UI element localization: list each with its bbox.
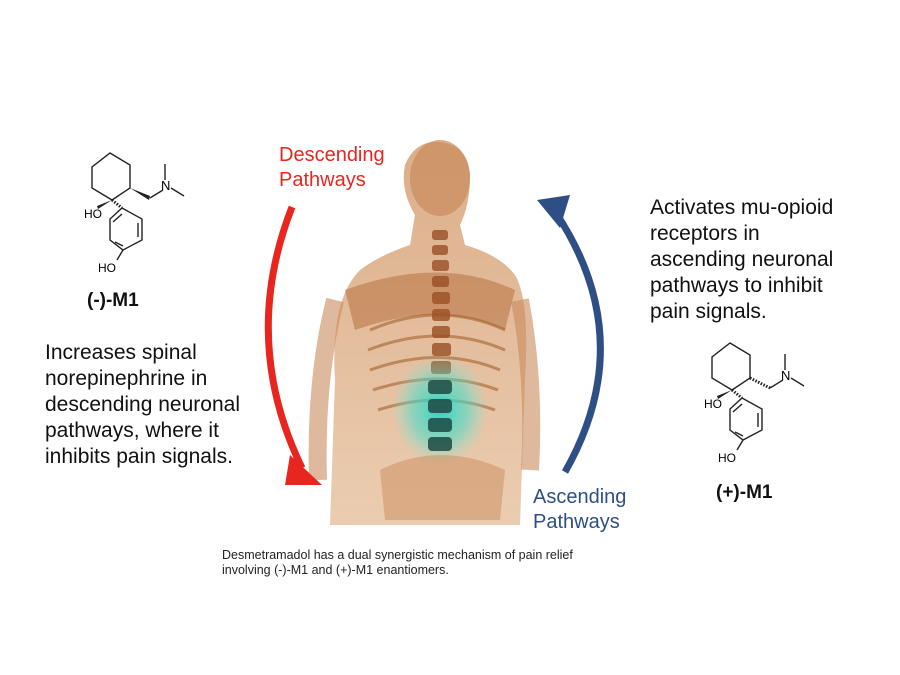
description-line: inhibits pain signals. bbox=[45, 445, 233, 468]
description-line: norepinephrine in bbox=[45, 367, 208, 390]
label-line: Pathways bbox=[279, 169, 366, 191]
skull bbox=[410, 140, 470, 216]
description-line: pathways, where it bbox=[45, 419, 219, 442]
ascending-arrow bbox=[537, 195, 604, 474]
hydroxyl-label: HO bbox=[84, 207, 102, 221]
caption: Desmetramadol has a dual synergistic mec… bbox=[222, 548, 573, 578]
descending-pathways-label: Descending Pathways bbox=[279, 143, 385, 193]
description-line: receptors in bbox=[650, 222, 760, 245]
description-line: ascending neuronal bbox=[650, 248, 834, 271]
description-line: descending neuronal bbox=[45, 393, 240, 416]
spine bbox=[431, 230, 451, 374]
description-line: pain signals. bbox=[650, 300, 767, 323]
caption-line: involving (-)-M1 and (+)-M1 enantiomers. bbox=[222, 563, 449, 577]
body-figure bbox=[308, 140, 541, 525]
left-description: Increases spinal norepinephrine in desce… bbox=[45, 340, 240, 470]
plus-m1-label: (+)-M1 bbox=[716, 482, 773, 503]
nitrogen-label: N bbox=[781, 368, 790, 383]
minus-m1-label: (-)-M1 bbox=[87, 290, 139, 311]
pelvis bbox=[380, 455, 505, 520]
description-line: Increases spinal bbox=[45, 341, 197, 364]
plus-m1-structure: N HO HO bbox=[704, 342, 805, 465]
descending-arrow bbox=[264, 205, 322, 485]
label-line: Pathways bbox=[533, 511, 620, 533]
hydroxyl-label: HO bbox=[718, 451, 736, 465]
hydroxyl-label: HO bbox=[98, 261, 116, 275]
caption-line: Desmetramadol has a dual synergistic mec… bbox=[222, 548, 573, 562]
description-line: pathways to inhibit bbox=[650, 274, 823, 297]
ascending-pathways-label: Ascending Pathways bbox=[533, 485, 626, 535]
hydroxyl-label: HO bbox=[704, 397, 722, 411]
left-arm bbox=[308, 297, 344, 481]
right-description: Activates mu-opioid receptors in ascendi… bbox=[650, 195, 833, 325]
label-line: Descending bbox=[279, 144, 385, 166]
nitrogen-label: N bbox=[161, 178, 170, 193]
description-line: Activates mu-opioid bbox=[650, 196, 834, 219]
minus-m1-structure: N HO HO bbox=[84, 152, 185, 275]
right-arm bbox=[511, 298, 541, 471]
label-line: Ascending bbox=[533, 486, 627, 508]
shoulder-girdle bbox=[345, 272, 515, 330]
